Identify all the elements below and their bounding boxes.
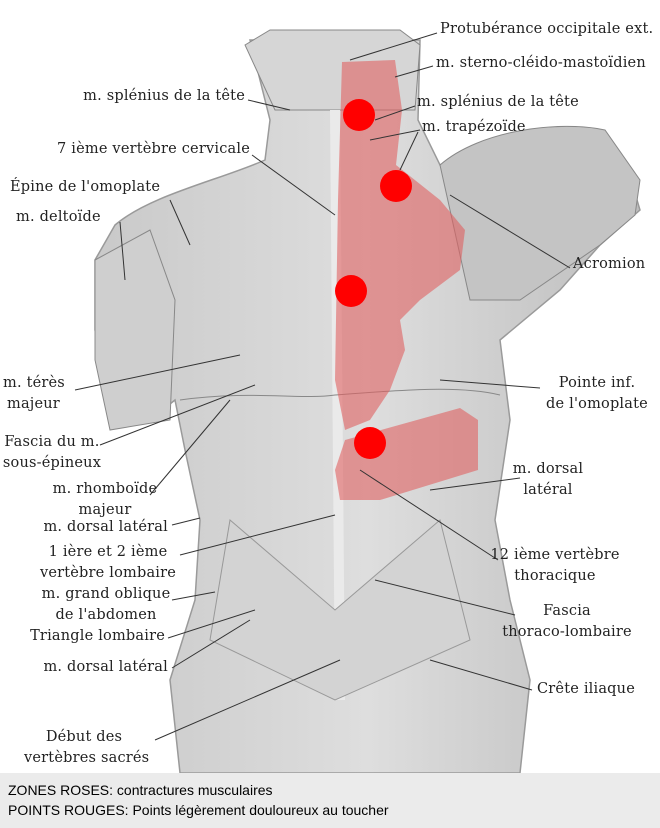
contracture-zone-upper [335, 60, 465, 430]
back-muscles-illustration [74, 29, 641, 773]
label-pointe-omoplate: Pointe inf.de l'omoplate [546, 375, 648, 412]
pain-point-lowerback [354, 427, 386, 459]
label-triangle-lombaire: Triangle lombaire [30, 628, 165, 644]
label-deltoide: m. deltoïde [16, 209, 101, 225]
spine-line [330, 109, 345, 701]
left-arm [94, 229, 176, 431]
label-protuberance: Protubérance occipitale ext. [440, 21, 654, 37]
label-epine: Épine de l'omoplate [10, 179, 161, 195]
lower-back-fascia [209, 519, 471, 701]
legend-points: POINTS ROUGES: Points légèrement doulour… [8, 802, 389, 818]
label-splenius-left: m. splénius de la tête [83, 88, 245, 104]
label-sterno: m. sterno-cléido-mastoïdien [436, 55, 646, 71]
scapula-line [179, 388, 501, 401]
label-acromion: Acromion [573, 256, 646, 272]
label-c7: 7 ième vertèbre cervicale [57, 141, 250, 157]
pain-point-trapezius [380, 170, 412, 202]
label-dorsal-left-2: m. dorsal latéral [43, 659, 168, 675]
legend-panel: ZONES ROSES: contractures musculaires PO… [0, 773, 660, 828]
pain-point-midback [335, 275, 367, 307]
label-crete: Crête iliaque [537, 681, 635, 697]
pain-point-neck [343, 99, 375, 131]
legend-zones: ZONES ROSES: contractures musculaires [8, 782, 273, 798]
label-trapezoide: m. trapézoïde [422, 119, 526, 135]
label-splenius-right: m. splénius de la tête [417, 94, 579, 110]
label-dorsal-left-1: m. dorsal latéral [43, 519, 168, 535]
leader-lines [74, 32, 571, 741]
right-shoulder [439, 125, 641, 301]
label-fascia-sous-epineux: Fascia du m.sous-épineux [2, 434, 102, 471]
